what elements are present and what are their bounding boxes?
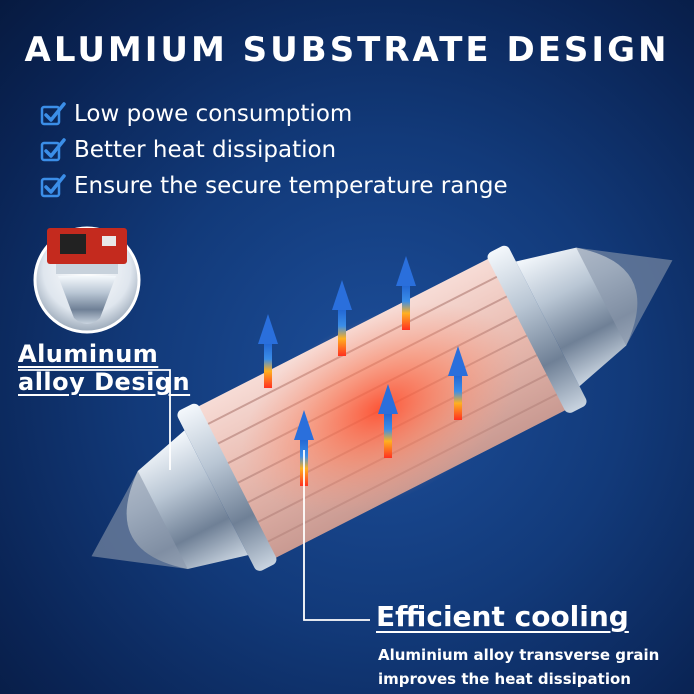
cooling-description-line2: improves the heat dissipation bbox=[378, 670, 631, 688]
checkbox-checked-icon bbox=[40, 138, 66, 162]
cooling-description-line1: Aluminium alloy transverse grain bbox=[378, 646, 660, 664]
feature-list: Low powe consumptiom Better heat dissipa… bbox=[40, 96, 508, 204]
heat-arrow bbox=[378, 384, 398, 458]
checkbox-checked-icon bbox=[40, 102, 66, 126]
efficient-cooling-heading: Efficient cooling bbox=[376, 600, 629, 633]
heat-arrow bbox=[448, 346, 468, 420]
feature-item: Ensure the secure temperature range bbox=[40, 168, 508, 204]
callout-aluminum-label: Aluminum bbox=[18, 340, 159, 368]
checkbox-checked-icon bbox=[40, 174, 66, 198]
heat-arrow bbox=[396, 256, 416, 330]
feature-item: Better heat dissipation bbox=[40, 132, 508, 168]
feature-label: Low powe consumptiom bbox=[74, 101, 353, 127]
feature-label: Better heat dissipation bbox=[74, 137, 337, 163]
heat-arrow bbox=[258, 314, 278, 388]
page-title: ALUMIUM SUBSTRATE DESIGN bbox=[24, 30, 670, 70]
feature-label: Ensure the secure temperature range bbox=[74, 173, 508, 199]
bulb-body bbox=[91, 245, 673, 571]
callout-lines bbox=[18, 369, 370, 621]
heat-arrow bbox=[332, 280, 352, 356]
magnifier-inset bbox=[33, 226, 141, 334]
callout-alloy-design-label: alloy Design bbox=[18, 368, 191, 396]
feature-item: Low powe consumptiom bbox=[40, 96, 508, 132]
